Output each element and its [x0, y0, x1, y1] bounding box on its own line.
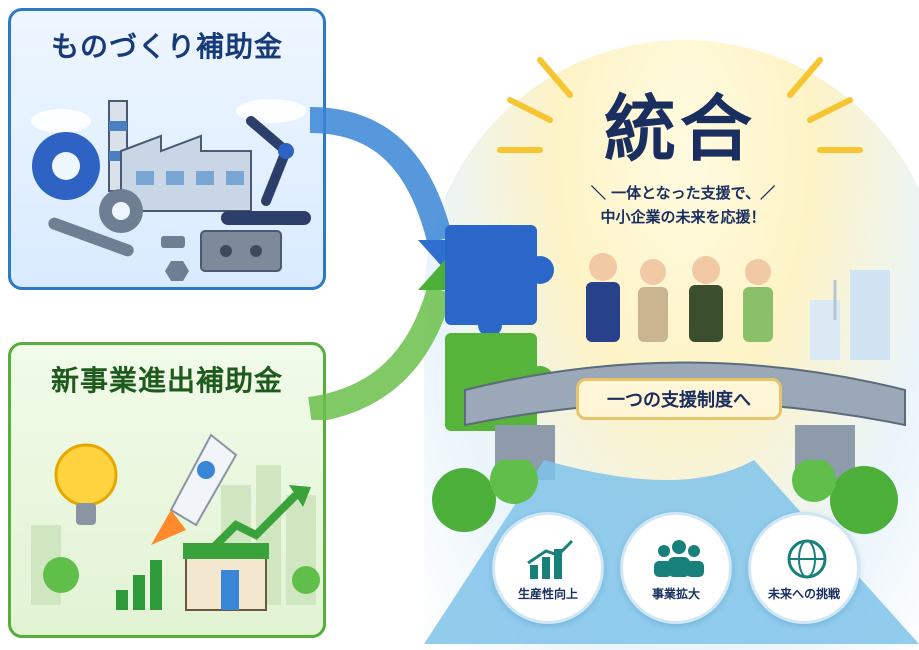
monozukuri-subsidy-title: ものづくり補助金: [50, 30, 283, 63]
nut-icon: [165, 261, 189, 281]
sun-rays: [497, 57, 863, 153]
globe-icon: [787, 539, 827, 579]
integration-headline: 統合: [603, 87, 756, 171]
rocket-icon: [151, 433, 238, 545]
bolt-icon: [161, 236, 185, 248]
business-expansion-badge: 事業拡大: [620, 512, 732, 624]
growth-arrow-icon: [203, 492, 299, 558]
new-business-subsidy-title: 新事業進出補助金: [50, 364, 283, 397]
robot-arm-icon: [246, 116, 291, 206]
business-people-group: [586, 253, 773, 342]
future-challenge-label: 未来への挑戦: [767, 587, 840, 601]
shop-icon: [183, 543, 269, 611]
future-challenge-badge: 未来への挑戦: [748, 512, 860, 624]
bar-chart-icon: [116, 560, 162, 610]
business-expansion-label: 事業拡大: [651, 587, 700, 601]
blue-arrow-icon: [309, 107, 453, 244]
factory-illustration: [31, 99, 311, 281]
wrench-icon: [48, 217, 134, 257]
new-business-subsidy-card: 新事業進出補助金: [8, 342, 326, 638]
one-support-system-banner: 一つの支援制度へ: [576, 378, 782, 420]
light-bulb-icon: [54, 443, 118, 525]
productivity-badge: 生産性向上: [492, 512, 604, 624]
subtitle-line-2: 中小企業の未来を応援！: [600, 208, 766, 226]
gear-icon: [99, 189, 143, 233]
growth-illustration: [31, 433, 320, 611]
blue-puzzle-piece-icon: [445, 225, 554, 337]
green-arrow-icon: [307, 286, 453, 420]
city-skyline: [810, 270, 890, 360]
monozukuri-subsidy-card: ものづくり補助金: [8, 8, 326, 290]
gear-icon: [32, 132, 100, 200]
people-icon: [654, 540, 704, 577]
bar-chart-icon: [527, 539, 574, 579]
subtitle-line-1: ＼ 一体となった支援で、／: [590, 184, 776, 202]
productivity-label: 生産性向上: [517, 587, 578, 601]
